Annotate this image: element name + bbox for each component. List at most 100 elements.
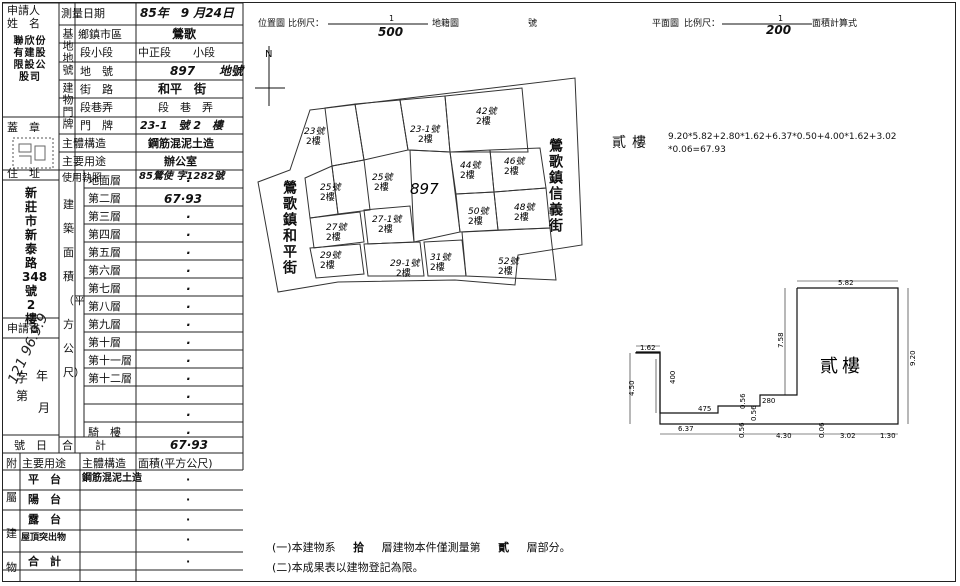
location-scale-bar xyxy=(328,23,428,25)
floor-name: 第四層 xyxy=(88,228,121,241)
floor-name: 第八層 xyxy=(88,300,121,313)
unit-label-48-floor: 2樓 xyxy=(514,211,529,223)
unit-label-42: 42號 xyxy=(476,106,498,117)
note-1-floor: 貳 xyxy=(498,541,510,554)
base-label: 基地地號 xyxy=(61,28,74,76)
attached-area: · xyxy=(186,513,191,526)
floor-area-value: · xyxy=(186,246,191,260)
north-arrow-icon xyxy=(255,46,285,106)
floor-plan-title: 平面圖 xyxy=(652,19,680,29)
floor-area-value: · xyxy=(186,426,191,440)
unit-label-50-floor: 2樓 xyxy=(468,215,483,227)
lane-value: 段 巷 弄 xyxy=(158,101,213,114)
dim-1-30: 1.30 xyxy=(880,432,896,440)
location-map-title: 位置圖 xyxy=(258,19,286,29)
floor-name: 第三層 xyxy=(88,210,121,223)
area-calc-label: 面積計算式 xyxy=(812,19,858,29)
floor-area-value: · xyxy=(186,210,191,224)
attached-label-2: 屬 xyxy=(6,491,17,504)
permit-value: 85鶯使 字1282號 xyxy=(139,171,225,182)
unit-label-31: 31號 xyxy=(430,252,452,263)
unit-label-42-floor: 2樓 xyxy=(476,115,491,127)
area-label: 建築面積（平方公尺） xyxy=(63,198,85,379)
street-label: 街 路 xyxy=(80,83,113,96)
dim-6-37: 6.37 xyxy=(678,425,694,433)
cadastral-label: 地籍圖 xyxy=(432,19,460,29)
section-value: 中正段 小段 xyxy=(138,46,215,59)
day-label: 號 日 xyxy=(14,439,47,452)
attached-header-structure: 主體構造 xyxy=(82,457,126,470)
use-label: 主要用途 xyxy=(62,155,106,168)
unit-label-29: 29號 xyxy=(320,250,342,261)
unit-label-29-1: 29-1號 xyxy=(390,258,421,269)
location-scale-num: 1 xyxy=(389,14,395,23)
unit-label-50: 50號 xyxy=(468,206,490,217)
dim-0-56b: 0.56 xyxy=(750,405,758,421)
dim-3-02: 3.02 xyxy=(840,432,856,440)
dim-7-58: 7.58 xyxy=(777,332,785,348)
unit-label-52: 52號 xyxy=(498,256,520,267)
floor-scale-label: 比例尺： xyxy=(684,19,721,29)
unit-label-25b-floor: 2樓 xyxy=(374,181,389,193)
formula-floor-name: 貳樓 xyxy=(612,135,652,151)
street-label-heping: 鶯歌鎮和平街 xyxy=(281,180,297,276)
unit-label-23-1: 23-1號 xyxy=(410,124,441,135)
applicant-name: 聯欣份有建股限設公股司 xyxy=(13,36,47,83)
dim-9-20: 9.20 xyxy=(909,350,917,366)
floor-area-value: · xyxy=(186,390,191,404)
unit-label-27: 27號 xyxy=(326,222,348,233)
attached-header-use: 主要用途 xyxy=(22,457,66,470)
unit-label-25-floor: 2樓 xyxy=(320,191,335,203)
applicant-label: 申請人 xyxy=(7,4,40,17)
township-value: 鶯歌 xyxy=(172,27,197,41)
floor-area-value: · xyxy=(186,300,191,314)
location-scale-label: 比例尺： xyxy=(288,19,325,29)
floor-name: 第七層 xyxy=(88,282,121,295)
attached-label-4: 物 xyxy=(6,561,17,574)
floor-area-value: · xyxy=(186,282,191,296)
word-label: 字 xyxy=(16,371,29,385)
floor-name: 地面層 xyxy=(88,174,121,187)
unit-label-46: 46號 xyxy=(504,156,526,167)
floor-area-value: · xyxy=(186,228,191,242)
dim-4-30: 4.30 xyxy=(776,432,792,440)
street-value: 和平 街 xyxy=(158,82,207,96)
floor-name: 騎 樓 xyxy=(88,426,121,439)
left-table-grid xyxy=(3,2,244,582)
attached-header-area: 面積(平方公尺) xyxy=(138,457,213,470)
attached-area: · xyxy=(186,533,191,546)
unit-label-25b: 25號 xyxy=(372,172,394,183)
door-value: 23-1 號 2 樓 xyxy=(140,119,224,132)
unit-label-23: 23號 xyxy=(304,126,326,137)
unit-label-31-floor: 2樓 xyxy=(430,261,445,273)
num-label: 第 xyxy=(16,389,29,403)
location-scale-den: 500 xyxy=(378,25,404,39)
dim-0-56c: 0.56 xyxy=(738,422,746,438)
hao-label: 號 xyxy=(528,19,538,29)
lot-number: 897 xyxy=(410,180,439,198)
note-2: (二)本成果表以建物登記為限。 xyxy=(272,561,424,574)
structure-label: 主體構造 xyxy=(62,137,106,150)
floor-name: 第十二層 xyxy=(88,372,132,385)
dim-4-50: 4.50 xyxy=(628,380,636,396)
floor-scale-den: 200 xyxy=(766,23,792,37)
unit-label-29-1-floor: 2樓 xyxy=(396,267,411,279)
seal-label: 蓋 章 xyxy=(7,121,40,134)
formula-line-2: *0.06=67.93 xyxy=(668,145,726,155)
note-1-mid: 層建物本件僅測量第 xyxy=(381,541,481,554)
unit-label-23-1-floor: 2樓 xyxy=(418,133,433,145)
attached-use: 陽 台 xyxy=(28,493,61,506)
dim-0-06: 0.06 xyxy=(818,422,826,438)
note-1: (一)本建物系 拾 層建物本件僅測量第 貳 層部分。 xyxy=(272,542,571,553)
floor-name: 第二層 xyxy=(88,192,121,205)
floor-area-value: · xyxy=(186,318,191,332)
dim-0-56a: 0.56 xyxy=(739,393,747,409)
seal-stamp-image xyxy=(12,137,54,169)
plan-floor-label: 貳樓 xyxy=(820,356,864,377)
dim-280: 280 xyxy=(762,397,775,405)
location-map-drawing: 23號 2樓 23-1號 2樓 42號 2樓 46號 2樓 44號 2樓 25號… xyxy=(257,77,583,293)
survey-date-value: 85年 9 月24日 xyxy=(140,6,234,20)
address-value: 新莊市新泰路348號2樓 xyxy=(22,186,48,326)
attached-label-3: 建 xyxy=(6,527,17,540)
